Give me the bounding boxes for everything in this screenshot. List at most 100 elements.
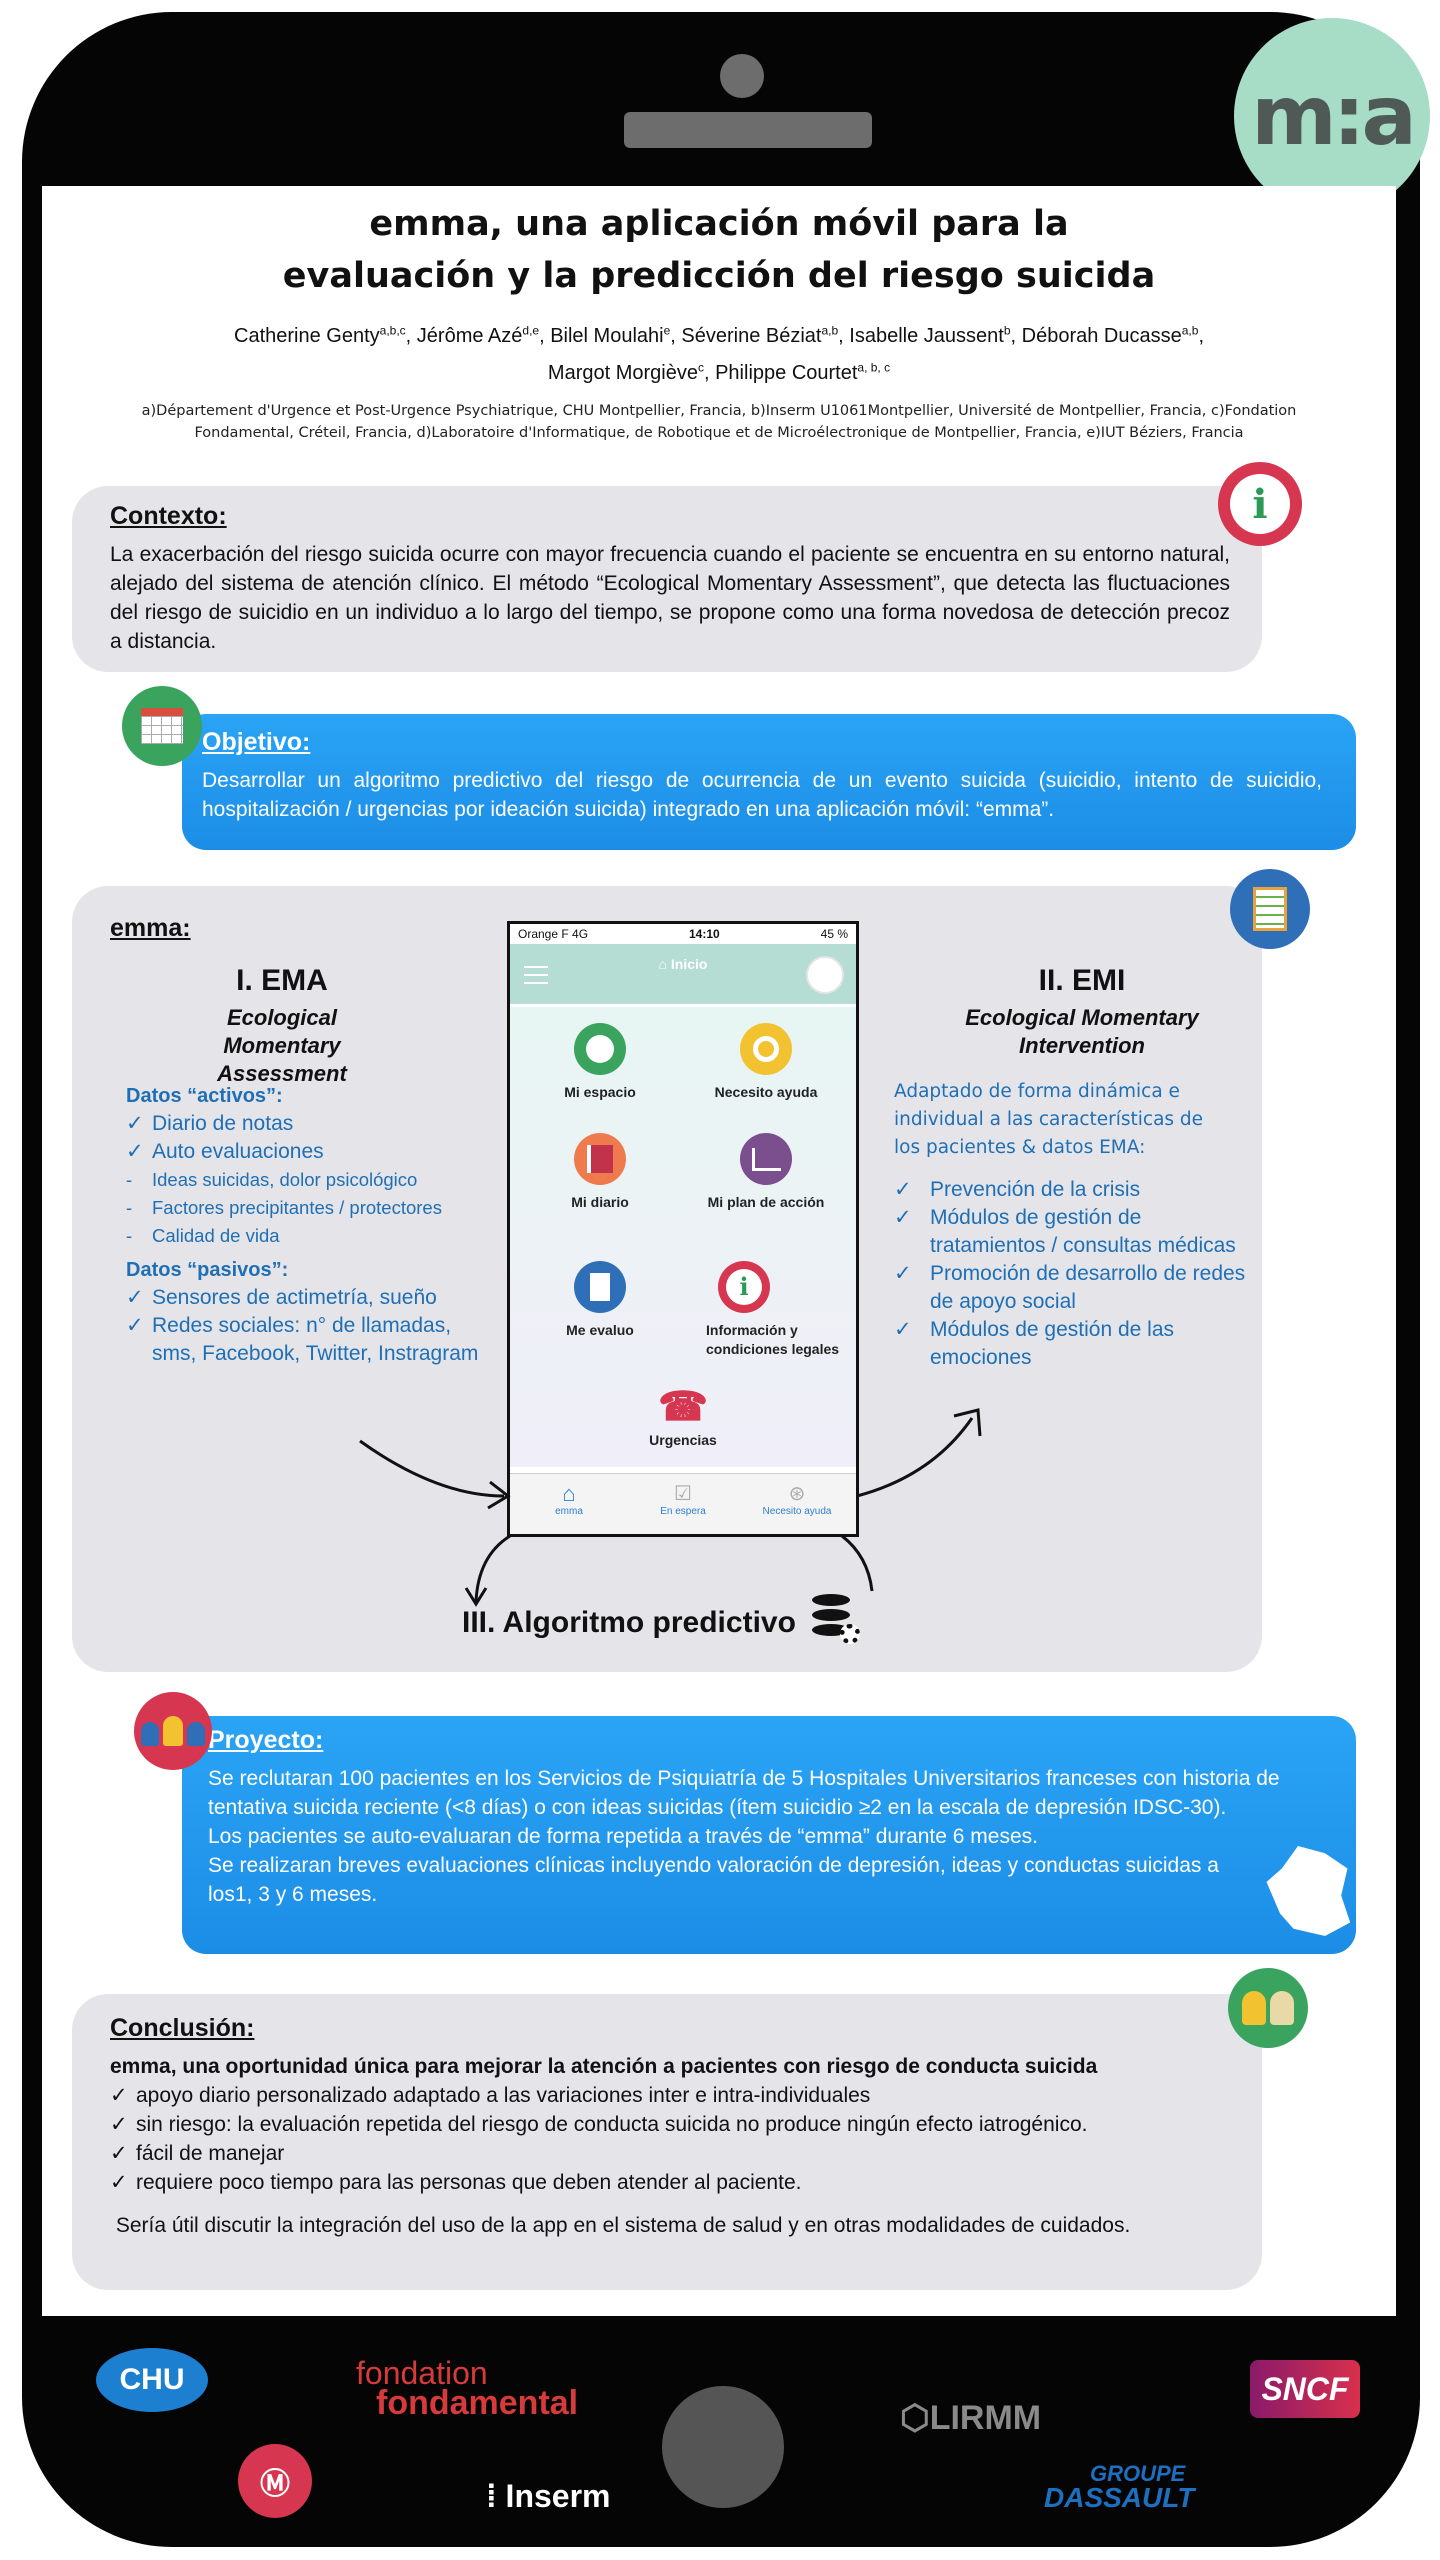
list-item: ✓fácil de manejar — [110, 2139, 1240, 2168]
calendar-icon — [122, 686, 202, 766]
author: Jérôme Azéd,e, — [416, 323, 551, 347]
lirmm-logo: ⬡LIRMM — [900, 2399, 1042, 2437]
objetivo-text: Desarrollar un algoritmo predictivo del … — [202, 769, 1322, 821]
proyecto-title: Proyecto: — [208, 1726, 324, 1754]
app-item-mi-plan[interactable]: Mi plan de acción — [686, 1133, 846, 1212]
emma-title: emma: — [110, 914, 191, 942]
list-item: ✓Auto evaluaciones — [126, 1138, 506, 1166]
conclusion-title: Conclusión: — [110, 2014, 255, 2042]
ema-heading: I. EMA — [236, 964, 328, 997]
list-item: ✓Promoción de desarrollo de redes de apo… — [894, 1260, 1254, 1316]
app-item-necesito-ayuda[interactable]: Necesito ayuda — [686, 1023, 846, 1102]
check-icon: ✓ — [894, 1178, 912, 1201]
affiliations: a)Département d'Urgence et Post-Urgence … — [141, 403, 1297, 441]
clipboard-icon — [1230, 869, 1310, 949]
contexto-panel — [72, 486, 1262, 672]
app-item-mi-diario[interactable]: Mi diario — [520, 1133, 680, 1212]
author: Déborah Ducassea,b, — [1021, 323, 1204, 347]
list-item: ✓Redes sociales: n° de llamadas, sms, Fa… — [126, 1312, 506, 1368]
author: Séverine Béziata,b, — [681, 323, 850, 347]
app-header: ⌂ Inicio — [510, 944, 856, 1004]
contexto-title: Contexto: — [110, 502, 227, 530]
app-tab-bar: ⌂emma ☑En espera ⊛Necesito ayuda — [510, 1473, 856, 1534]
emi-intro: Adaptado de forma dinámica e individual … — [894, 1081, 1204, 1158]
check-icon: ✓ — [110, 2113, 128, 2136]
team-icon — [134, 1692, 212, 1770]
list-item: ✓Módulos de gestión de las emociones — [894, 1316, 1254, 1372]
list-item: ✓requiere poco tiempo para las personas … — [110, 2168, 1240, 2197]
list-item: ✓Sensores de actimetría, sueño — [126, 1284, 506, 1312]
tab-necesito-ayuda[interactable]: ⊛Necesito ayuda — [742, 1482, 852, 1517]
list-item: -Ideas suicidas, dolor psicológico — [126, 1169, 418, 1190]
sncf-logo: SNCF — [1250, 2360, 1360, 2418]
list-item: ✓apoyo diario personalizado adaptado a l… — [110, 2081, 1240, 2110]
author-list: Catherine Gentya,b,c, Jérôme Azéd,e, Bil… — [122, 314, 1316, 389]
list-item: ✓Módulos de gestión de tratamientos / co… — [894, 1204, 1254, 1260]
app-home-grid: Mi espacio Necesito ayuda Mi diario Mi p… — [510, 1007, 856, 1467]
conclusion-panel — [72, 1994, 1262, 2290]
proyecto-text: Se reclutaran 100 pacientes en los Servi… — [208, 1767, 1280, 1906]
check-icon: ✓ — [126, 1286, 144, 1309]
emi-list: ✓Prevención de la crisis ✓Módulos de ges… — [894, 1176, 1254, 1372]
emi-subheading: Ecological Momentary Intervention — [965, 1005, 1199, 1058]
database-gear-icon — [812, 1594, 860, 1650]
check-icon: ✓ — [126, 1112, 144, 1135]
author: Isabelle Jaussentb, — [849, 323, 1022, 347]
check-icon: ✓ — [894, 1318, 912, 1341]
proyecto-panel — [182, 1716, 1356, 1954]
inserm-logo: ⁞ Inserm — [486, 2478, 611, 2514]
chu-logo: CHU — [96, 2348, 208, 2412]
conclusion-body: emma, una oportunidad única para mejorar… — [110, 2052, 1240, 2240]
home-button[interactable] — [662, 2386, 784, 2508]
app-status-bar: Orange F 4G 14:10 45 % — [518, 927, 848, 941]
info-icon: i — [1218, 462, 1302, 546]
check-icon: ✓ — [126, 1314, 144, 1337]
list-item: -Factores precipitantes / protectores — [126, 1197, 442, 1218]
people-icon — [1228, 1968, 1308, 2048]
tab-emma[interactable]: ⌂emma — [514, 1481, 624, 1518]
algoritmo-title: III. Algoritmo predictivo — [462, 1606, 796, 1639]
hamburger-menu-icon[interactable] — [524, 966, 548, 984]
author: Philippe Courteta, b, c — [715, 360, 891, 385]
list-item: -Calidad de vida — [126, 1225, 280, 1246]
university-seal-logo: Ⓜ — [238, 2444, 312, 2518]
datos-pasivos-title: Datos “pasivos”: — [126, 1259, 289, 1281]
author: Bilel Moulahie, — [550, 323, 682, 347]
app-header-title: ⌂ Inicio — [658, 956, 708, 972]
list-item: ✓Diario de notas — [126, 1110, 506, 1138]
check-icon: ✓ — [126, 1140, 144, 1163]
list-item: ✓sin riesgo: la evaluación repetida del … — [110, 2110, 1240, 2139]
lifebuoy-icon: ⊛ — [788, 1483, 806, 1505]
check-icon: ✓ — [110, 2084, 128, 2107]
objetivo-title: Objetivo: — [202, 728, 311, 756]
camera-icon — [720, 54, 764, 98]
app-item-urgencias[interactable]: ☎Urgencias — [649, 1384, 717, 1449]
poster-title: emma, una aplicación móvil para la evalu… — [282, 204, 1156, 296]
checkbox-icon: ☑ — [674, 1483, 692, 1505]
tab-en-espera[interactable]: ☑En espera — [628, 1482, 738, 1517]
conclusion-lead: emma, una oportunidad única para mejorar… — [110, 2055, 1098, 2078]
check-icon: ✓ — [110, 2171, 128, 2194]
check-icon: ✓ — [894, 1262, 912, 1285]
ma-logo: m:a — [1234, 18, 1430, 214]
conclusion-closing: Sería útil discutir la integración del u… — [110, 2214, 1131, 2237]
list-item: ✓Prevención de la crisis — [894, 1176, 1254, 1204]
app-screenshot: Orange F 4G 14:10 45 % ⌂ Inicio Mi espac… — [507, 921, 859, 1537]
app-item-mi-espacio[interactable]: Mi espacio — [520, 1023, 680, 1102]
dassault-logo: GROUPE DASSAULT — [1044, 2461, 1195, 2513]
objetivo-panel — [182, 714, 1356, 850]
ema-subheading: Ecological Momentary Assessment — [217, 1005, 347, 1086]
check-icon: ✓ — [110, 2142, 128, 2165]
app-item-me-evaluo[interactable]: Me evaluo — [520, 1261, 680, 1340]
fondation-fondamental-logo: fondation fondamental — [356, 2355, 579, 2422]
contexto-text: La exacerbación del riesgo suicida ocurr… — [110, 543, 1230, 653]
avatar[interactable] — [806, 956, 844, 994]
poster-screen: emma, una aplicación móvil para la evalu… — [42, 186, 1396, 2316]
home-icon: ⌂ — [562, 1481, 576, 1506]
check-icon: ✓ — [894, 1206, 912, 1229]
speaker-grille — [624, 112, 872, 148]
author: Margot Morgièvec, — [547, 360, 716, 385]
ema-data-list: Datos “activos”: ✓Diario de notas ✓Auto … — [126, 1082, 506, 1368]
emi-heading: II. EMI — [1038, 964, 1126, 997]
